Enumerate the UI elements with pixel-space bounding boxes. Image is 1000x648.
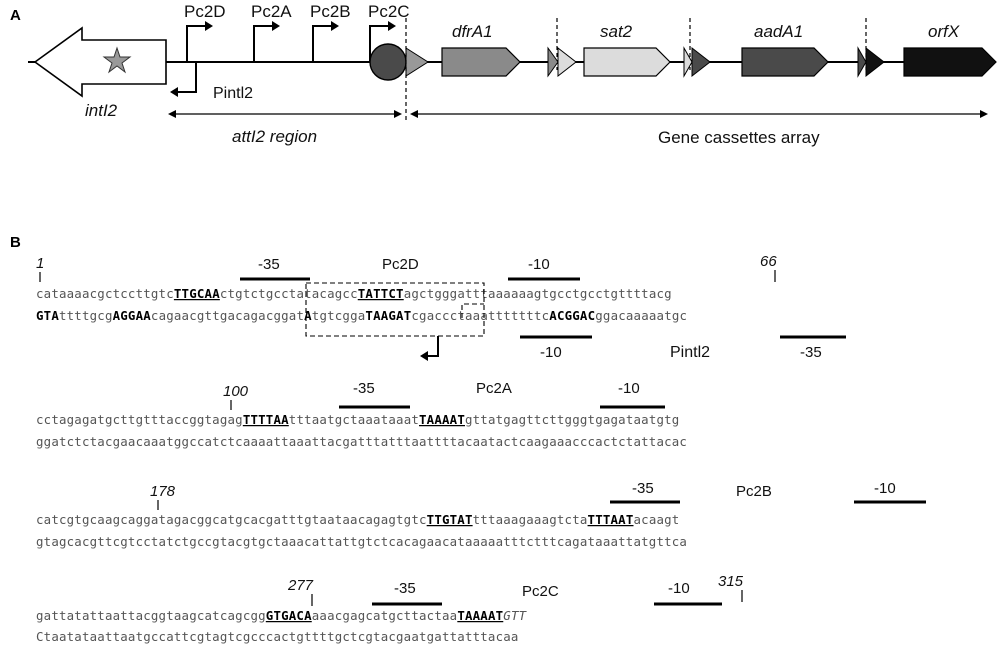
- dfra1-label: dfrA1: [452, 22, 493, 41]
- attc-triangle-sat2: [557, 46, 577, 78]
- row3-minus10-label: -10: [874, 480, 896, 497]
- atti-site-circle: [369, 43, 407, 81]
- row1-promoter-label: Pc2D: [382, 256, 419, 273]
- aada1-label: aadA1: [754, 22, 803, 41]
- orfx-cassette-arrow: [903, 47, 997, 77]
- position-label-100: 100: [223, 383, 249, 400]
- position-label-1: 1: [36, 255, 44, 272]
- row3-minus35-label: -35: [632, 480, 654, 497]
- position-label-178: 178: [150, 483, 176, 500]
- row1-pintl2-label: Pintl2: [670, 344, 710, 361]
- orfx-label: orfX: [928, 22, 960, 41]
- star-icon: [102, 46, 132, 74]
- row4-top-strand: gattatattaattacggtaagcatcagcggGTGACAaaac…: [36, 608, 528, 623]
- pc2d-arrowhead-icon: [205, 21, 213, 31]
- attc-triangle-orfx: [865, 46, 885, 78]
- pc2b-label: Pc2B: [310, 2, 351, 21]
- dfra1-cassette-arrow: [441, 47, 521, 77]
- pintl2-promoter-arrow: [176, 62, 197, 93]
- attc-triangle-aada1: [691, 46, 711, 78]
- row3-bottom-strand: gtagcacgttcgtcctatctgccgtacgtgctaaacatta…: [36, 534, 687, 549]
- pc2c-arrowhead-icon: [388, 21, 396, 31]
- row2-minus10-label: -10: [618, 380, 640, 397]
- pintl2-seq-arrow: [426, 336, 439, 357]
- row1-bottom-strand: GTAttttgcgAGGAAcagaacgttgacagacggatAtgtc…: [36, 308, 687, 323]
- row2-minus35-label: -35: [353, 380, 375, 397]
- intl2-gene-arrow: [33, 26, 167, 98]
- pc2d-label: Pc2D: [184, 2, 226, 21]
- gene-cassettes-array-label: Gene cassettes array: [658, 128, 820, 147]
- row1-minus35-label: -35: [258, 256, 280, 273]
- pc2c-label: Pc2C: [368, 2, 410, 21]
- row1-top-strand: cataaaacgctccttgtcTTGCAActgtctgcctatacag…: [36, 286, 672, 301]
- row2-promoter-label: Pc2A: [476, 380, 512, 397]
- sequence-block-1: 1 -35 Pc2D -10 66 cataaaacgctccttgtcTTGC…: [36, 253, 846, 361]
- row4-promoter-label: Pc2C: [522, 583, 559, 600]
- row1-bottom-minus10-label: -10: [540, 344, 562, 361]
- sequence-block-4: 277 -35 Pc2C -10 315 gattatattaattacggta…: [36, 573, 744, 644]
- promoter-pc2d: Pc2D: [184, 2, 226, 62]
- row2-top-strand: cctagagatgcttgtttaccggtagagTTTTAAtttaatg…: [36, 412, 679, 427]
- pc2b-arrowhead-icon: [331, 21, 339, 31]
- row1-bottom-minus35-label: -35: [800, 344, 822, 361]
- pintl2-label: Pintl2: [213, 85, 253, 102]
- sat2-label: sat2: [600, 22, 633, 41]
- sequence-block-2: 100 -35 Pc2A -10 cctagagatgcttgtttaccggt…: [36, 380, 687, 449]
- pc2d-dashed-box: [305, 282, 485, 337]
- panel-b-letter: B: [10, 234, 21, 251]
- row2-bottom-strand: ggatctctacgaacaaatggccatctcaaaattaaattac…: [36, 434, 687, 449]
- sat2-cassette-arrow: [583, 47, 671, 77]
- pc2a-arrowhead-icon: [272, 21, 280, 31]
- row1-minus10-label: -10: [528, 256, 550, 273]
- promoter-pc2b: Pc2B: [310, 2, 351, 62]
- promoter-pc2c: Pc2C: [368, 2, 410, 62]
- panel-a-letter: A: [10, 7, 21, 24]
- row3-top-strand: catcgtgcaagcaggatagacggcatgcacgatttgtaat…: [36, 512, 679, 527]
- position-label-315: 315: [718, 573, 744, 590]
- pc2d-inner-dashed: [461, 303, 484, 318]
- attl2-region-label: attI2 region: [232, 127, 317, 146]
- row3-promoter-label: Pc2B: [736, 483, 772, 500]
- aada1-cassette-arrow: [741, 47, 829, 77]
- promoter-pc2a: Pc2A: [251, 2, 292, 62]
- sequence-block-3: 178 -35 Pc2B -10 catcgtgcaagcaggatagacgg…: [36, 480, 926, 549]
- position-label-277: 277: [287, 577, 314, 594]
- attc-triangle-aada1-end: [857, 46, 867, 78]
- pc2a-label: Pc2A: [251, 2, 292, 21]
- attl2-region-arrow: [168, 110, 402, 118]
- attc-triangle-dfra1: [547, 46, 559, 78]
- row4-bottom-strand: Ctaatataattaatgccattcgtagtcgcccactgttttg…: [36, 629, 519, 644]
- pintl2-arrowhead-icon: [170, 87, 178, 97]
- intl2-label: intI2: [85, 101, 118, 120]
- attc-triangle-1: [405, 47, 429, 77]
- pintl2-seq-arrowhead-icon: [420, 351, 428, 361]
- row4-minus35-label: -35: [394, 580, 416, 597]
- position-label-66: 66: [760, 253, 777, 270]
- row4-minus10-label: -10: [668, 580, 690, 597]
- attc-triangle-sat2-end: [683, 46, 693, 78]
- gene-cassettes-array-arrow: [410, 110, 988, 118]
